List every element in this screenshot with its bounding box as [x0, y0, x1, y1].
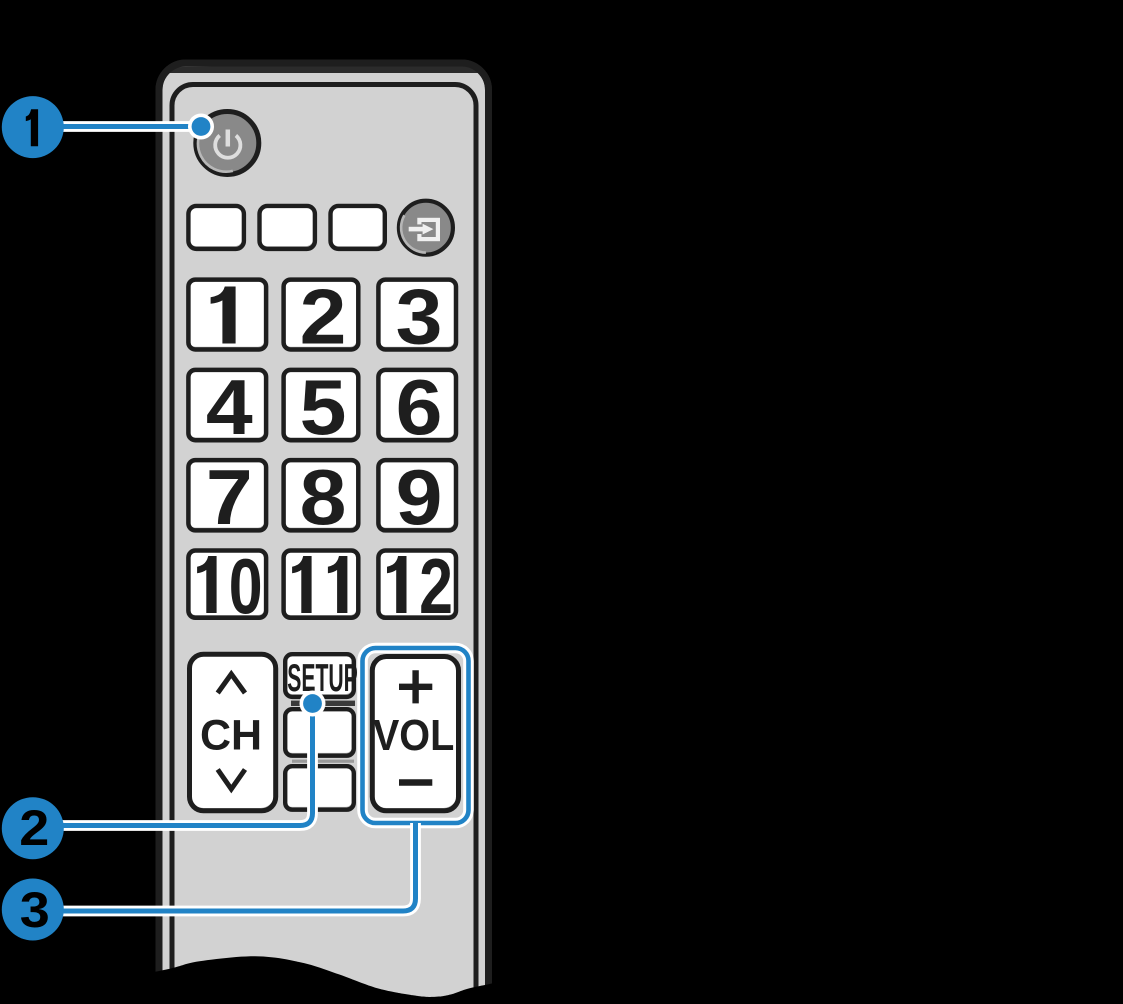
svg-text:VOL: VOL [373, 710, 454, 759]
svg-text:6: 6 [396, 365, 443, 451]
svg-text:SETUP: SETUP [287, 656, 358, 699]
svg-text:8: 8 [300, 455, 347, 541]
svg-text:7: 7 [206, 455, 253, 541]
svg-text:5: 5 [300, 365, 347, 451]
svg-text:CH: CH [200, 712, 262, 760]
svg-text:3: 3 [396, 274, 443, 360]
svg-text:2: 2 [300, 274, 347, 360]
svg-text:4: 4 [206, 365, 253, 451]
svg-text:9: 9 [396, 455, 443, 541]
svg-text:2: 2 [19, 801, 49, 857]
svg-text:3: 3 [20, 883, 50, 939]
svg-text:2: 2 [419, 543, 453, 630]
svg-text:0: 0 [229, 543, 263, 630]
